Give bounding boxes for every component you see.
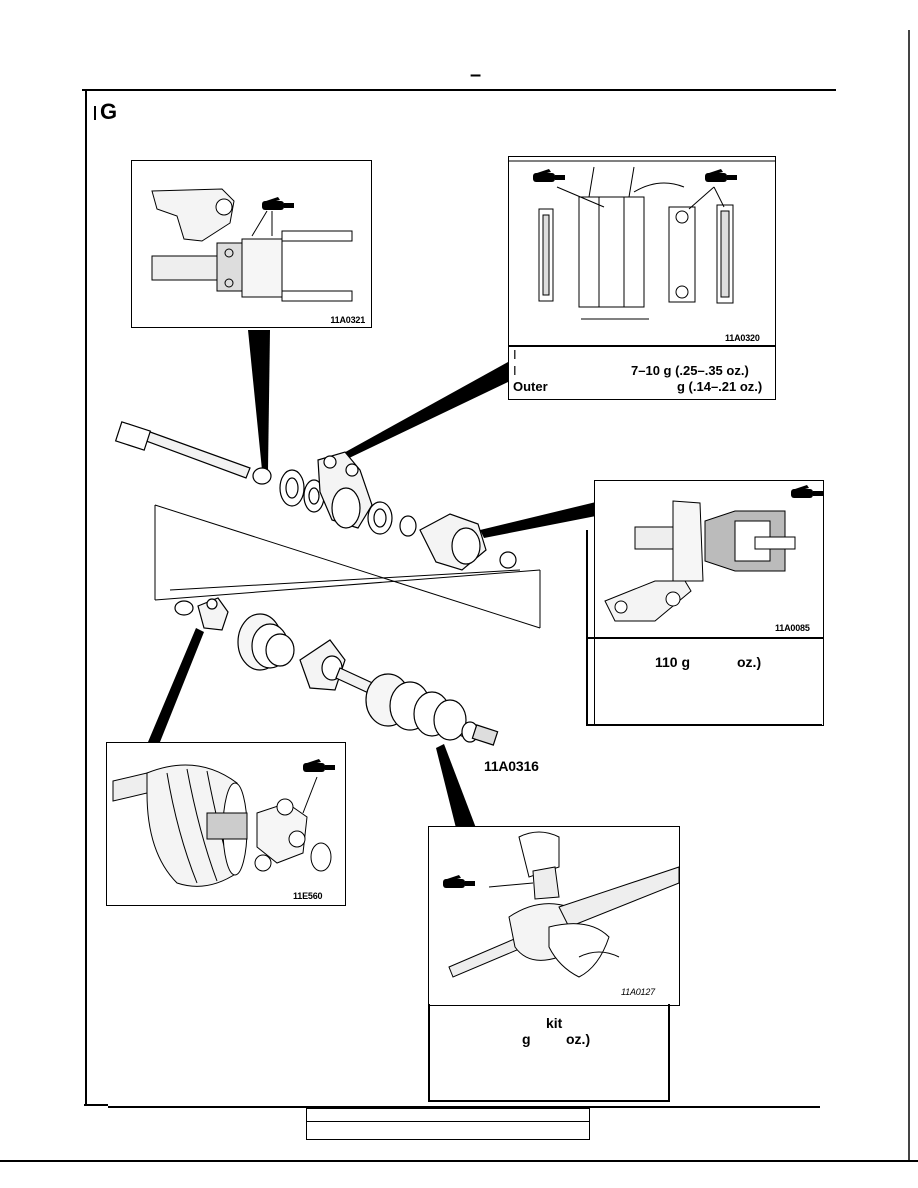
bottom-rule: [108, 1106, 820, 1108]
figure-code: 11E560: [293, 891, 323, 901]
right-edge-mark: [908, 30, 910, 1160]
bottom-mid-caption-right: [668, 1004, 670, 1102]
figure-code: 11A0320: [725, 333, 760, 343]
figure-11a0321: 11A0321: [131, 160, 372, 328]
bottom-mid-caption-left: [428, 1004, 430, 1102]
header-dash: –: [470, 64, 482, 86]
caption-unit: oz.): [737, 654, 762, 670]
caption-line3-label: Outer: [513, 379, 548, 394]
figure-11a0320: 11A0320 I I 7–10 g (.25–.35 oz.) Outer g…: [508, 156, 776, 400]
bottom-rule-left-stub: [84, 1104, 108, 1106]
exploded-code: 11A0316: [484, 758, 539, 774]
caption-line1-prefix: I: [513, 347, 517, 362]
top-rule: [82, 89, 836, 91]
figure-11a0321-drawing: [132, 161, 371, 327]
figure-code: 11A0321: [330, 315, 365, 325]
caption-line2-value: 7–10 g (.25–.35 oz.): [631, 363, 749, 378]
section-letter: G: [100, 99, 118, 124]
caption-kit: kit: [546, 1015, 563, 1031]
footer-box: [306, 1108, 590, 1140]
figure-11a0127: 11A0127: [428, 826, 680, 1006]
caption-amount: 110 g: [655, 654, 691, 670]
figure-11e560: 11E560: [106, 742, 346, 906]
caption-unit-oz: oz.): [566, 1031, 591, 1047]
caption-divider: [509, 345, 775, 347]
caption-line3-value: g (.14–.21 oz.): [677, 379, 763, 394]
figure-code: 11A0127: [621, 987, 655, 997]
mid-right-frame-left: [586, 530, 588, 726]
bottom-mid-caption-bottom: [428, 1100, 670, 1102]
left-frame-line-inner: [94, 106, 96, 120]
caption-divider: [587, 637, 823, 639]
left-frame-line: [85, 90, 87, 1105]
mid-right-frame-bottom: [586, 724, 822, 726]
figure-code: 11A0085: [775, 623, 810, 633]
figure-11a0085: 11A0085 110 g oz.): [587, 480, 824, 726]
caption-unit-g: g: [522, 1031, 531, 1047]
caption-line2-prefix: I: [513, 363, 517, 378]
figure-11a0085-drawing: [595, 481, 823, 641]
page-bottom-rule: [0, 1160, 918, 1162]
footer-box-divider: [306, 1121, 590, 1122]
figure-11a0320-drawing: [509, 160, 775, 320]
figure-11a0127-drawing: [429, 827, 680, 1005]
